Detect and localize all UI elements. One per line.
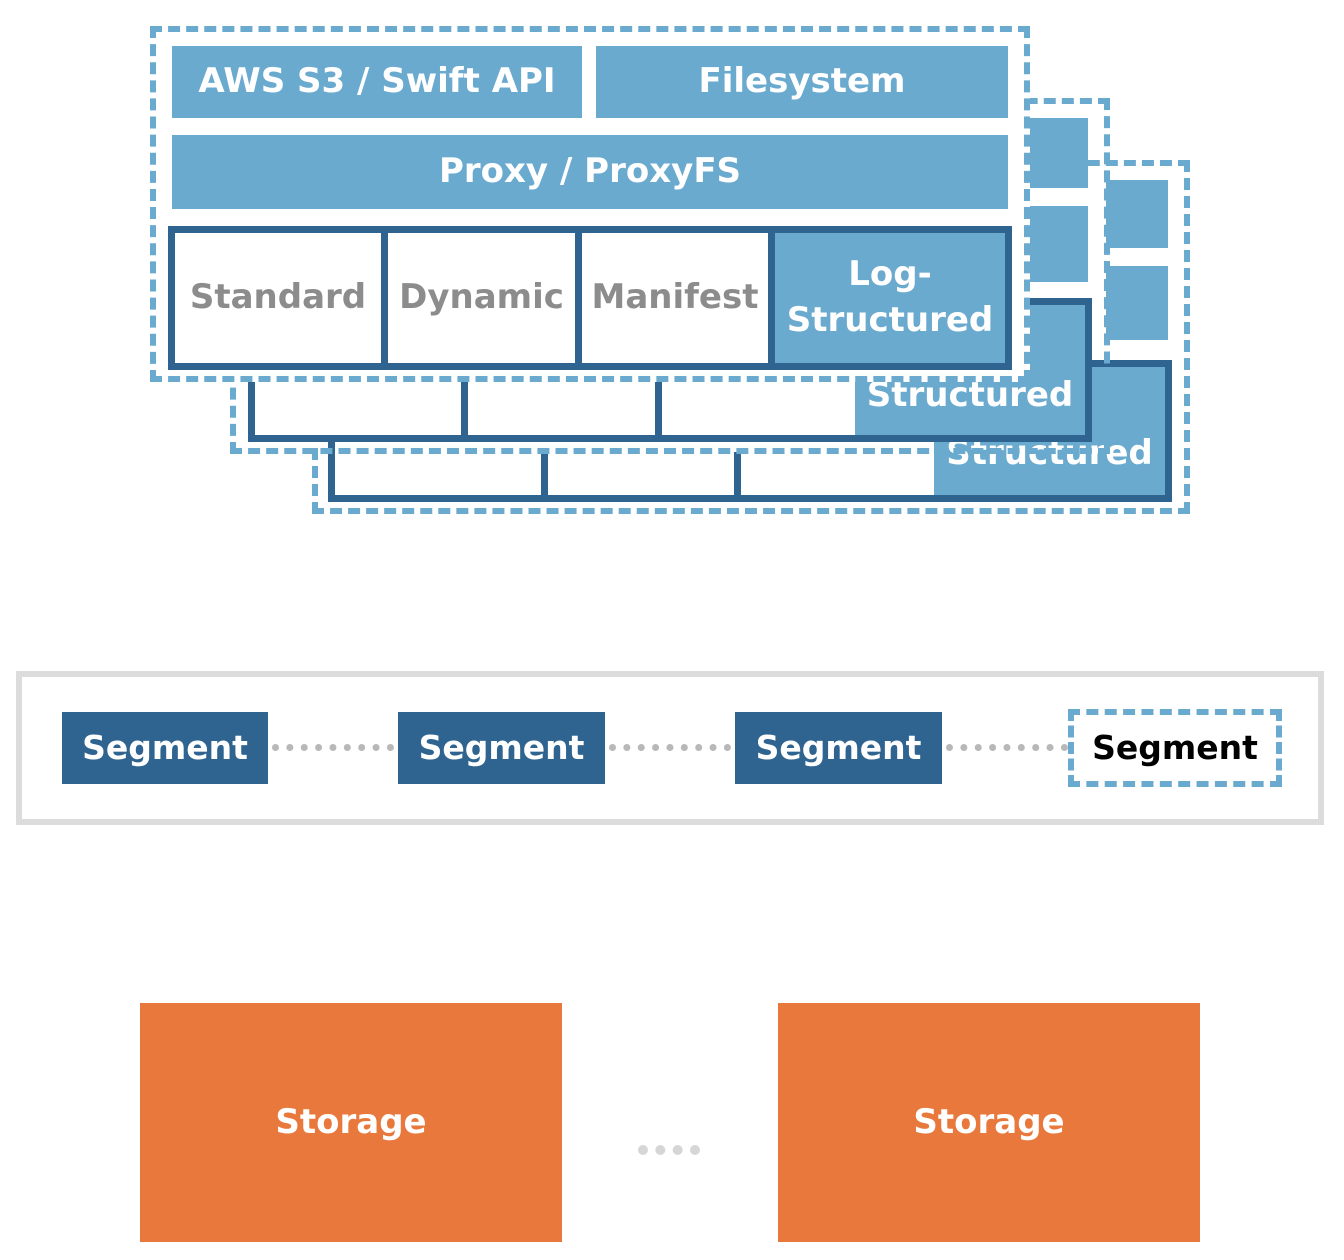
back-divider-1	[541, 452, 548, 502]
proxy-layer-label: Proxy / ProxyFS	[438, 151, 742, 192]
segment-4-label: Segment	[1092, 727, 1258, 767]
policy-log-structured: Log- Structured	[775, 233, 1005, 363]
segment-2: Segment	[398, 712, 605, 784]
policy-divider-3	[768, 226, 775, 370]
filesystem-layer: Filesystem	[596, 46, 1008, 118]
storage-node-2-label: Storage	[913, 1101, 1065, 1142]
filesystem-layer-label: Filesystem	[698, 61, 906, 102]
back-api-block-2	[1106, 266, 1168, 340]
segment-1: Segment	[62, 712, 268, 784]
policy-standard: Standard	[175, 233, 381, 363]
segment-3-label: Segment	[755, 727, 922, 767]
policy-divider-2	[575, 226, 582, 370]
segment-1-label: Segment	[82, 727, 248, 767]
segment-4-pending: Segment	[1068, 709, 1282, 787]
storage-node-1-label: Storage	[275, 1101, 427, 1142]
policy-dynamic-label: Dynamic	[399, 277, 564, 318]
back-api-block-1	[1106, 180, 1168, 248]
storage-ellipsis	[638, 1145, 700, 1155]
policy-dynamic: Dynamic	[388, 233, 575, 363]
api-layer: AWS S3 / Swift API	[172, 46, 582, 118]
policy-manifest-label: Manifest	[591, 277, 759, 318]
segment-3: Segment	[735, 712, 942, 784]
api-layer-label: AWS S3 / Swift API	[198, 61, 556, 102]
segment-connector-1	[272, 744, 394, 751]
middle-api-block-1	[1026, 118, 1088, 188]
back-divider-2	[734, 452, 741, 502]
segment-connector-2	[609, 744, 731, 751]
segment-2-label: Segment	[418, 727, 585, 767]
policy-log-structured-label: Log- Structured	[786, 254, 994, 340]
policy-manifest: Manifest	[582, 233, 768, 363]
policy-divider-1	[381, 226, 388, 370]
storage-node-2: Storage	[778, 1003, 1200, 1242]
policy-standard-label: Standard	[189, 277, 367, 318]
storage-node-1: Storage	[140, 1003, 562, 1242]
middle-api-block-2	[1026, 206, 1088, 282]
middle-divider-1	[461, 380, 468, 442]
segment-connector-3	[946, 744, 1068, 751]
proxy-layer: Proxy / ProxyFS	[172, 135, 1008, 209]
middle-divider-2	[655, 380, 662, 442]
